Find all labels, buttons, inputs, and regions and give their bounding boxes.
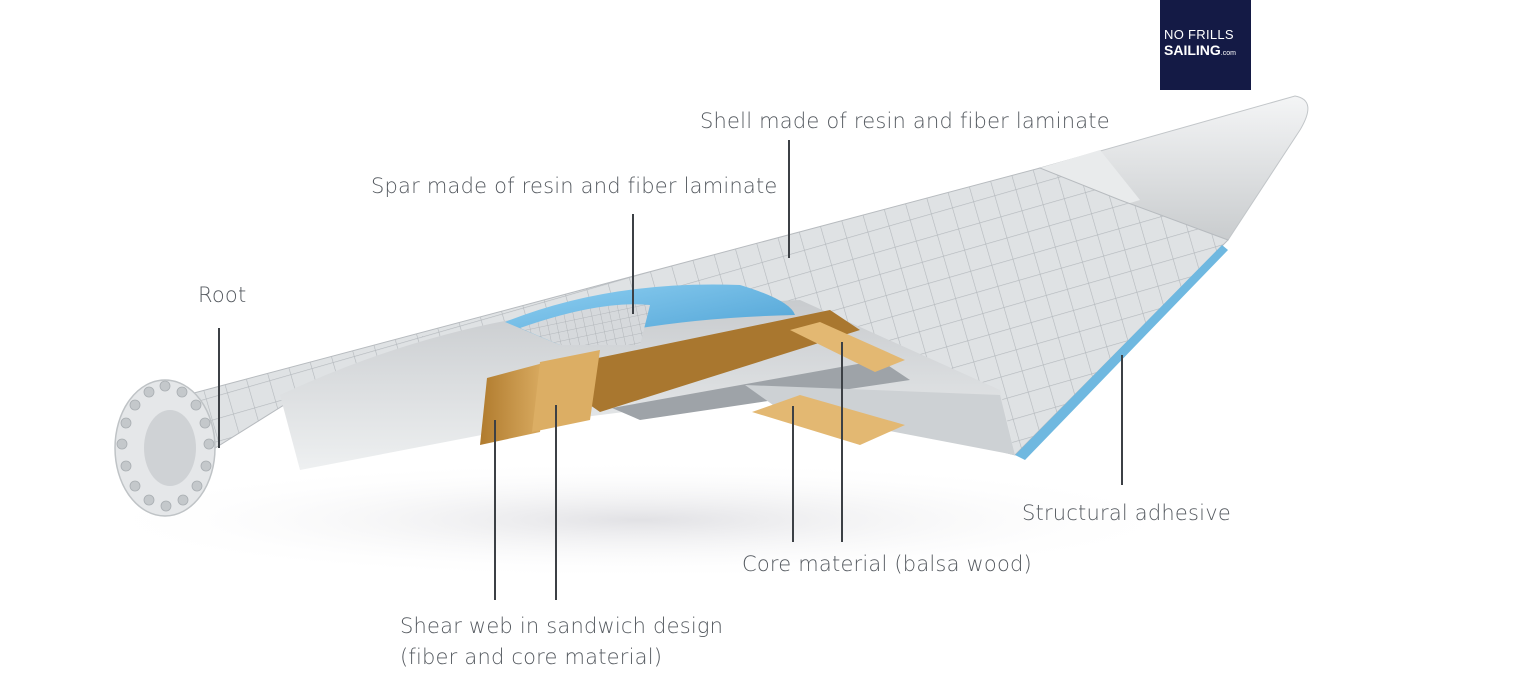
leader-shear-web-1 xyxy=(494,420,496,600)
blade-tip xyxy=(1038,95,1309,241)
spar-laminate xyxy=(520,304,650,345)
logo-name: SAILING xyxy=(1164,42,1221,58)
site-logo: NO FRILLS SAILING.com xyxy=(1160,0,1251,90)
leader-shell xyxy=(788,140,790,258)
leader-core-upper xyxy=(841,342,843,542)
core-panel-upper xyxy=(790,322,905,372)
root-bolt-holes xyxy=(116,380,215,512)
shear-web-back xyxy=(540,310,860,412)
label-shear-web-line1: Shear web in sandwich design xyxy=(400,614,724,638)
label-core-material: Core material (balsa wood) xyxy=(742,552,1032,576)
shear-web-front xyxy=(480,362,547,445)
label-shear-web-line2: (fiber and core material) xyxy=(400,645,663,669)
leader-core-lower xyxy=(792,406,794,542)
root-hole xyxy=(144,410,196,486)
shear-web-core xyxy=(532,350,600,432)
label-root: Root xyxy=(198,283,247,307)
label-structural-adhesive: Structural adhesive xyxy=(1022,501,1231,525)
label-shell: Shell made of resin and fiber laminate xyxy=(700,109,1110,133)
leader-adhesive xyxy=(1121,355,1123,485)
leader-spar xyxy=(632,214,634,314)
core-panel-lower xyxy=(752,395,905,445)
blade-shadow xyxy=(80,460,1200,580)
logo-line1: NO FRILLS xyxy=(1164,27,1234,42)
leader-root xyxy=(218,328,220,448)
adhesive-edge xyxy=(1015,245,1228,460)
logo-line2: SAILING.com xyxy=(1164,42,1236,58)
leader-shear-web-2 xyxy=(555,405,557,600)
logo-suffix: .com xyxy=(1220,50,1236,57)
label-spar: Spar made of resin and fiber laminate xyxy=(371,174,778,198)
